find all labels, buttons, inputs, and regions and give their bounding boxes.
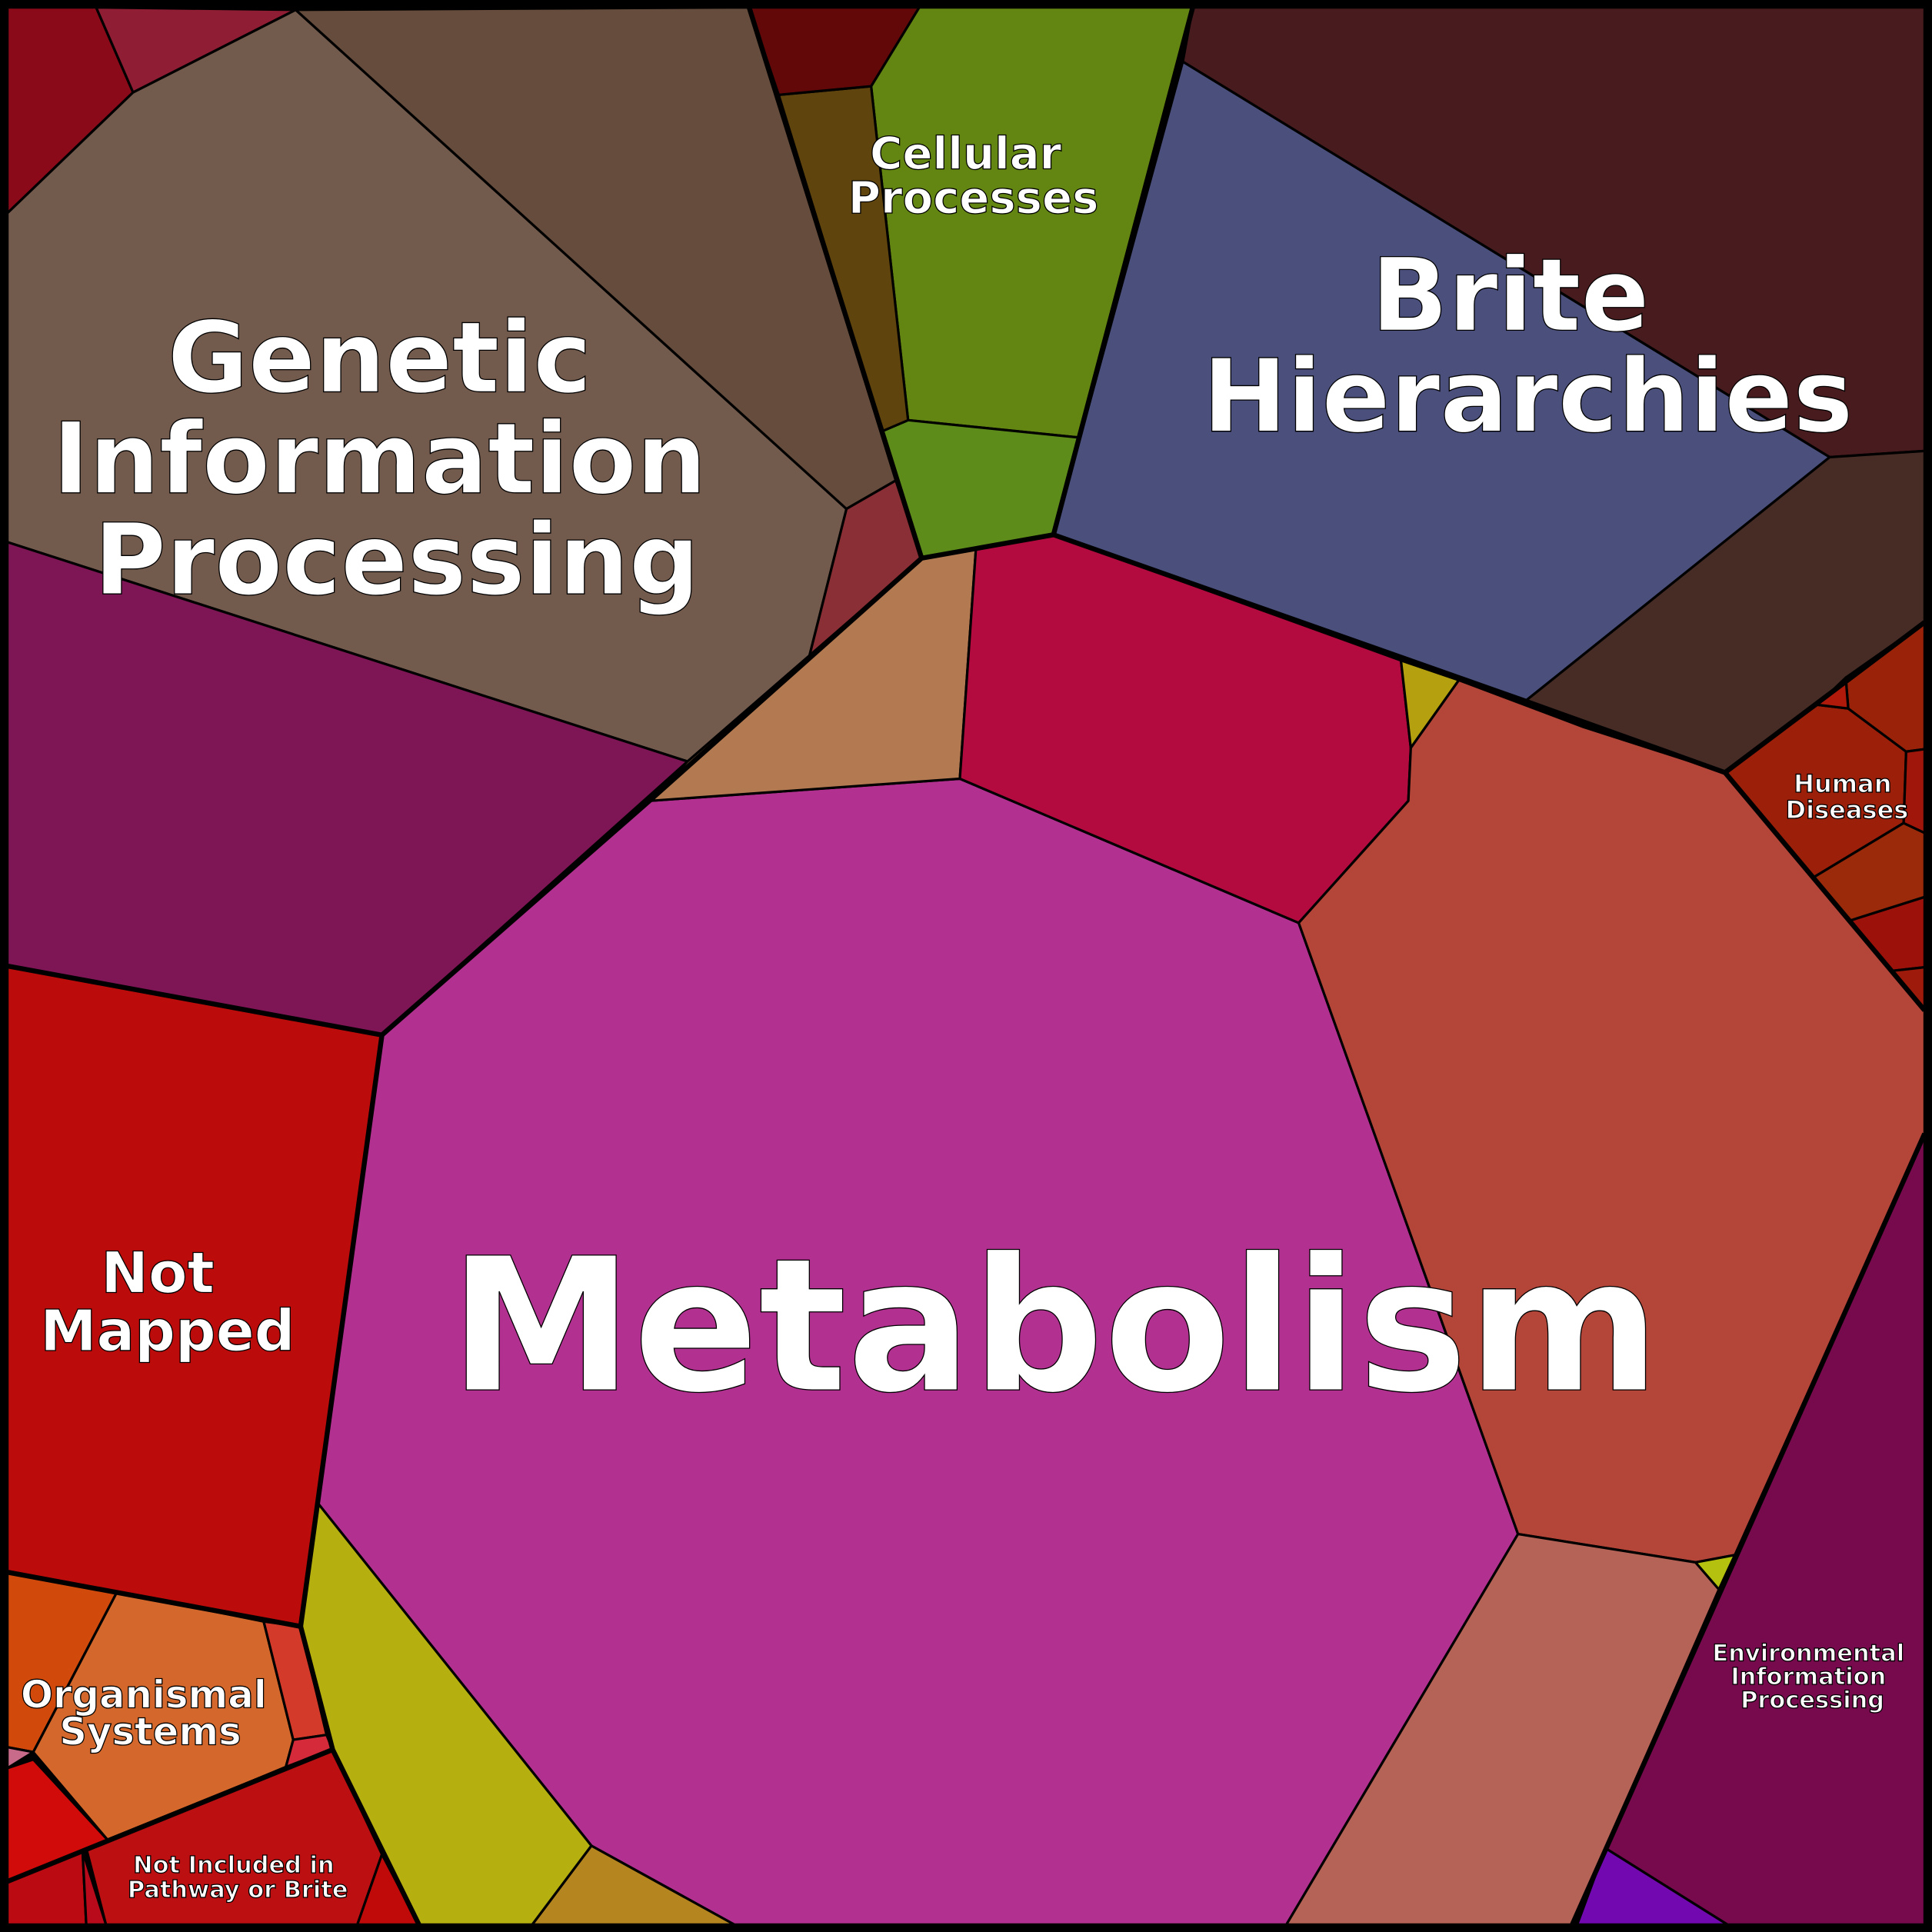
cells [6,6,1926,1926]
border-cellular [746,6,924,559]
label-metabolism: Metabolism [449,1218,1660,1434]
label-not-included: Not Included in Pathway or Brite [128,1852,348,1904]
label-human: Human Diseases [1786,769,1909,824]
border-brite-right [1723,620,1927,775]
label-cellular: Cellular Processes [848,127,1099,224]
labels: Genetic Information Processing Brite Hie… [20,127,1912,1904]
border-genetic [7,798,651,1038]
border-not-included [6,1747,334,1884]
border-metabolism [648,532,1927,1012]
border-brite [1051,6,1195,536]
label-environmental: Environmental Information Processing [1712,1641,1912,1714]
label-not-mapped: Not Mapped [40,1241,295,1364]
label-genetic: Genetic Information Processing [52,301,741,618]
label-organismal: Organismal Systems [21,1672,280,1754]
label-brite: Brite Hierarchies [1203,236,1854,455]
border-env [1570,1132,1927,1926]
